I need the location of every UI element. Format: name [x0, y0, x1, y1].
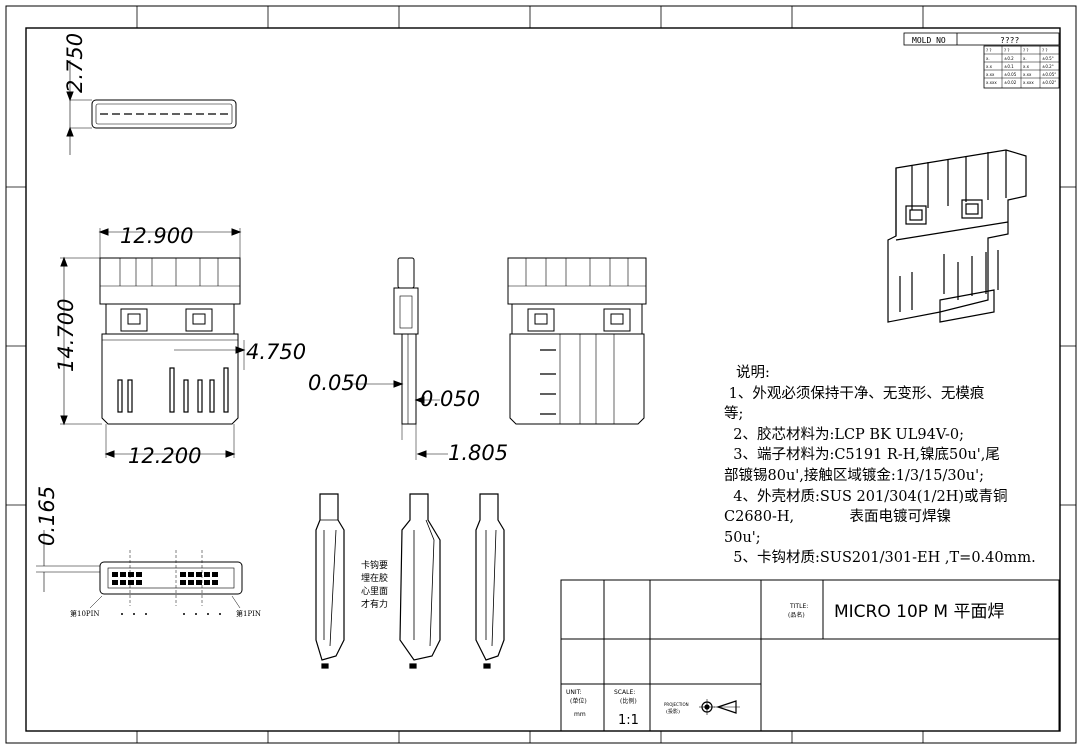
tolerance-cell: x.xx: [1023, 72, 1032, 77]
tolerance-cell: x.: [1023, 56, 1027, 61]
tolerance-cell: ±0.02: [1004, 80, 1017, 85]
note-line: 等;: [724, 406, 744, 423]
projection-label-cn: (投影): [666, 708, 680, 715]
pin-label-left: 第10PIN: [70, 609, 100, 618]
tolerance-cell: ±0.2°: [1042, 64, 1054, 69]
dim-2750: 2.750: [63, 33, 87, 93]
tolerance-cell: x.xxx: [1023, 80, 1034, 85]
tolerance-cell: x.xxx: [986, 80, 997, 85]
dim-14700: 14.700: [54, 299, 78, 372]
dim-0050-b: 0.050: [420, 387, 480, 411]
note-line: 4、外壳材质:SUS 201/304(1/2H)或青铜: [724, 488, 1008, 505]
tolerance-cell: x.x: [1023, 64, 1030, 69]
hook-note-line: 卡钩要: [361, 559, 388, 571]
notes-heading: 说明:: [736, 365, 770, 381]
mold-no-box: MOLD NO ????: [903, 32, 1060, 46]
mold-no-label: MOLD NO: [912, 36, 946, 45]
projection-symbol-icon: [699, 699, 740, 715]
note-line: 部镀锡80u',接触区域镀金:1/3/15/30u';: [724, 467, 984, 484]
tolerance-cell: x.: [986, 56, 990, 61]
dim-0050-a: 0.050: [308, 371, 368, 395]
side-view: [350, 257, 448, 460]
projection-label-en: PROJECTION: [664, 702, 689, 707]
tolerance-cell: x.xx: [986, 72, 995, 77]
note-line: 2、胶芯材料为:LCP BK UL94V-0;: [724, 426, 964, 443]
tolerance-cell: x.x: [986, 64, 993, 69]
dim-0165: 0.165: [35, 486, 59, 546]
tolerance-cell: ±0.02°: [1042, 80, 1056, 85]
bottom-face-view: [36, 530, 243, 615]
isometric-view: [887, 149, 1027, 323]
tolerance-header-cell: ? ?: [1042, 48, 1048, 53]
tolerance-header-cell: ? ?: [1023, 48, 1029, 53]
mold-no-value: ????: [1000, 36, 1019, 45]
title-text: MICRO 10P M 平面焊: [834, 602, 1005, 622]
scale-value: 1:1: [618, 713, 639, 728]
rear-view: [507, 257, 647, 425]
tolerance-cell: ±0.05°: [1042, 72, 1056, 77]
tolerance-table: ? ? ? ? ? ? ? ? x. ±0.2 x. ±0.5° x.x ±0.1 x.x ±0.2°…: [983, 45, 1060, 89]
note-line: 50u';: [724, 529, 761, 546]
notes-lines: 1、外观必须保持干净、无变形、无模痕等; 2、胶芯材料为:LCP BK UL94…: [724, 384, 1054, 569]
tolerance-cell: ±0.1: [1004, 64, 1014, 69]
pin-label-right: 第1PIN: [236, 609, 261, 618]
dim-1805: 1.805: [448, 441, 508, 465]
note-line: 5、卡钩材质:SUS201/301-EH ,T=0.40mm.: [724, 550, 1036, 567]
tolerance-header-cell: ? ?: [1004, 48, 1010, 53]
dim-12900: 12.900: [120, 224, 193, 248]
title-label-en: TITLE:: [789, 603, 808, 610]
unit-label-en: UNIT:: [566, 689, 582, 696]
top-view: [66, 60, 237, 155]
title-label-cn: (品名): [788, 611, 805, 619]
drawing-frame: [5, 5, 1077, 744]
section-view-3: [475, 493, 505, 669]
note-line: 3、端子材料为:C5191 R-H,镍底50u',尾: [724, 447, 1000, 464]
dim-12200: 12.200: [128, 444, 201, 468]
scale-label-en: SCALE:: [614, 689, 635, 696]
note-line: 1、外观必须保持干净、无变形、无模痕: [724, 385, 985, 402]
unit-value: mm: [574, 711, 586, 718]
section-view-1: [315, 493, 345, 669]
tolerance-cell: ±0.2: [1004, 56, 1014, 61]
section-view-2: [399, 493, 441, 669]
tolerance-header-cell: ? ?: [986, 48, 992, 53]
hook-note-line: 心里面: [361, 586, 388, 597]
front-view: [60, 228, 246, 458]
tolerance-cell: ±0.05: [1004, 72, 1017, 77]
dim-4750: 4.750: [246, 340, 306, 364]
title-block: [560, 579, 1060, 732]
tolerance-cell: ±0.5°: [1042, 56, 1054, 61]
hook-note-line: 埋在胶: [361, 572, 388, 584]
hook-note-line: 才有力: [361, 598, 388, 610]
unit-label-cn: (单位): [570, 697, 587, 705]
scale-label-cn: (比例): [620, 697, 637, 705]
note-line: C2680-H, 表面电镀可焊镍: [724, 509, 951, 526]
notes-block: 说明: 1、外观必须保持干净、无变形、无模痕等; 2、胶芯材料为:LCP BK …: [724, 363, 1054, 569]
